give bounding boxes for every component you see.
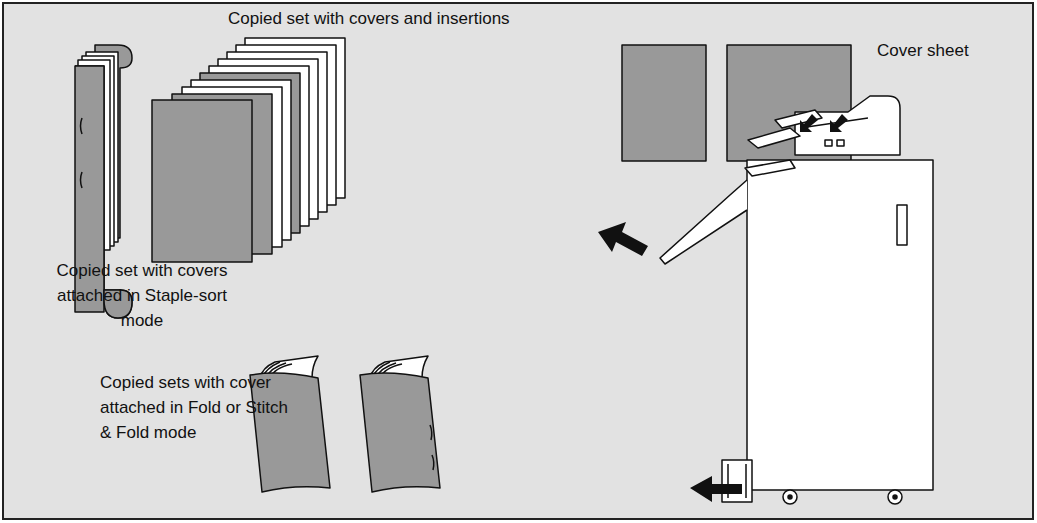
- part-label: Cover sheet: [877, 38, 1007, 63]
- caption-label: Copied set with covers attached in Stapl…: [52, 258, 232, 333]
- caption-label: Copied sets with cover attached in Fold …: [100, 370, 300, 445]
- caption-label: Copied set with covers and insertions: [228, 6, 558, 31]
